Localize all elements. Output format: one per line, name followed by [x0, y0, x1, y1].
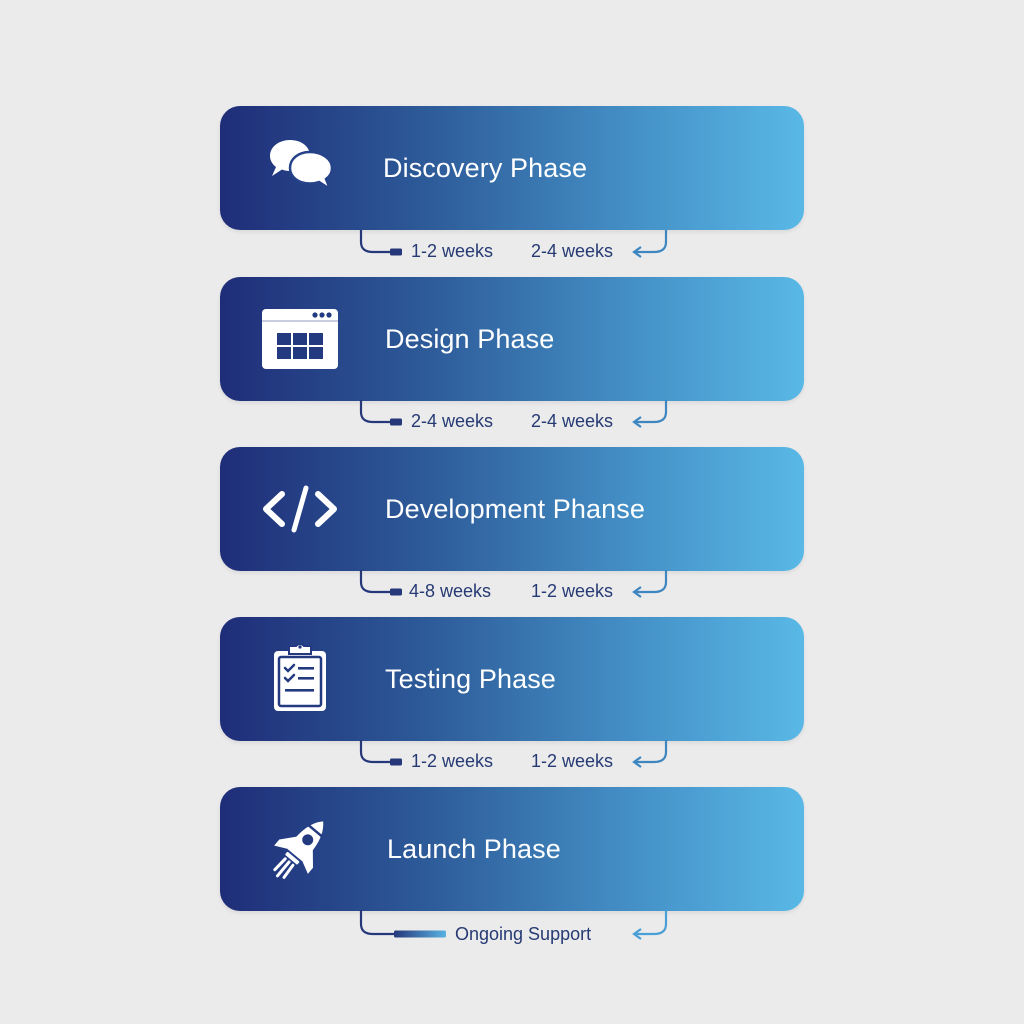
duration-left: 1-2 weeks [411, 241, 494, 261]
duration-right: 1-2 weeks [531, 751, 614, 771]
duration-ongoing-support: Ongoing Support [455, 924, 592, 944]
duration-right: 2-4 weeks [531, 411, 614, 431]
connector-lines-icon [359, 230, 668, 258]
connector-lines-icon [359, 740, 668, 768]
chat-bubbles-icon [260, 134, 340, 202]
connector-lines-icon [359, 400, 668, 428]
phase-card-testing: Testing Phase [220, 617, 804, 741]
connector-lines-icon [359, 910, 668, 940]
duration-connector-testing: 1-2 weeks 1-2 weeks [356, 740, 672, 776]
phase-card-discovery: Discovery Phase [220, 106, 804, 230]
rocket-icon [260, 815, 340, 883]
phase-card-development: Development Phanse [220, 447, 804, 571]
connector-lines-icon [359, 570, 668, 598]
duration-connector-development: 4-8 weeks 1-2 weeks [356, 570, 672, 606]
duration-connector-discovery: 1-2 weeks 2-4 weeks [356, 230, 672, 266]
duration-left: 1-2 weeks [411, 751, 494, 771]
duration-left: 4-8 weeks [409, 581, 492, 601]
duration-connector-launch: Ongoing Support [356, 910, 672, 946]
duration-right: 1-2 weeks [531, 581, 614, 601]
phase-card-design: Design Phase [220, 277, 804, 401]
code-icon [260, 475, 340, 543]
duration-right: 2-4 weeks [531, 241, 614, 261]
phase-title: Testing Phase [385, 663, 556, 694]
phase-title: Launch Phase [387, 833, 561, 864]
browser-grid-icon [260, 305, 340, 373]
duration-left: 2-4 weeks [411, 411, 494, 431]
clipboard-checklist-icon [260, 644, 340, 713]
phase-title: Development Phanse [385, 493, 645, 524]
duration-connector-design: 2-4 weeks 2-4 weeks [356, 400, 672, 436]
phase-title: Design Phase [385, 323, 555, 354]
phase-title: Discovery Phase [383, 152, 588, 183]
phase-card-launch: Launch Phase [220, 787, 804, 911]
